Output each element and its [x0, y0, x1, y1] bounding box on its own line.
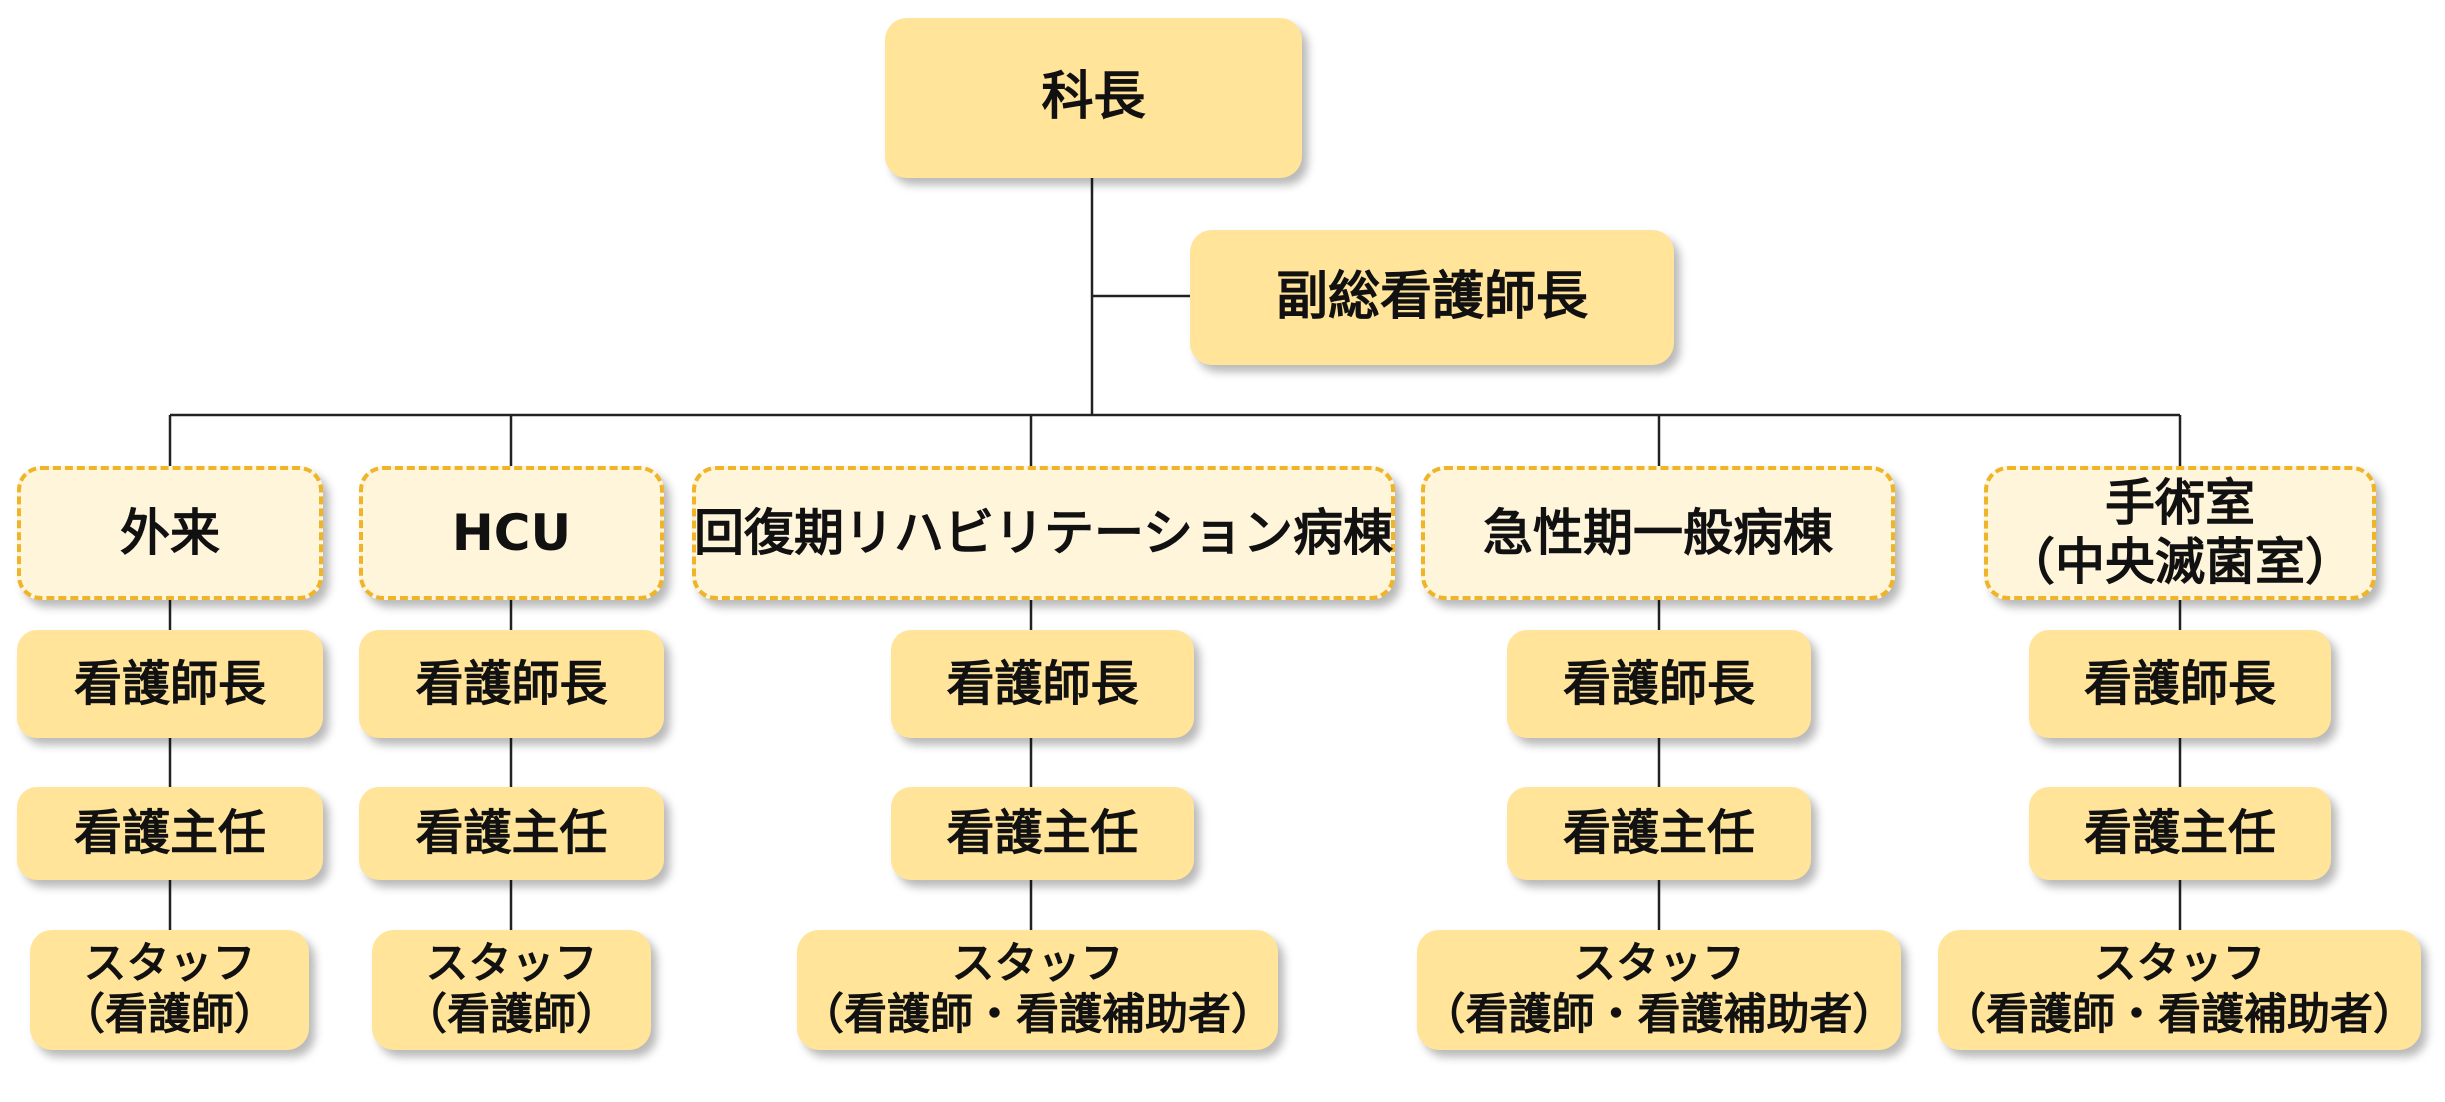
dept-name: 急性期一般病棟: [1483, 503, 1833, 562]
chief-box-outpatient: 看護師長: [17, 630, 323, 738]
staff-label: スタッフ: [83, 939, 256, 990]
staff-label: スタッフ: [951, 939, 1124, 990]
dept-name: HCU: [451, 503, 572, 562]
chief-box-rehab-ward: 看護師長: [891, 630, 1194, 738]
staff-box-rehab-ward: スタッフ （看護師・看護補助者）: [797, 930, 1278, 1050]
chief-label: 看護師長: [2083, 655, 2276, 712]
supervisor-label: 看護主任: [1562, 805, 1755, 862]
staff-sub-label: （看護師）: [62, 990, 277, 1040]
head-label: 科長: [1041, 67, 1146, 128]
dept-name: 手術室: [2105, 474, 2255, 532]
chief-label: 看護師長: [946, 655, 1139, 712]
chief-box-operating-room: 看護師長: [2029, 630, 2331, 738]
staff-box-operating-room: スタッフ （看護師・看護補助者）: [1938, 930, 2421, 1050]
chief-label: 看護師長: [1562, 655, 1755, 712]
staff-box-acute-ward: スタッフ （看護師・看護補助者）: [1417, 930, 1901, 1050]
staff-sub-label: （看護師）: [404, 990, 619, 1040]
supervisor-label: 看護主任: [415, 805, 608, 862]
supervisor-box-hcu: 看護主任: [359, 787, 664, 880]
deputy-box: 副総看護師長: [1190, 230, 1674, 365]
supervisor-label: 看護主任: [2083, 805, 2276, 862]
deputy-label: 副総看護師長: [1275, 266, 1588, 327]
staff-label: スタッフ: [425, 939, 598, 990]
dept-box-hcu: HCU: [359, 466, 664, 600]
supervisor-box-outpatient: 看護主任: [17, 787, 323, 880]
dept-box-acute-ward: 急性期一般病棟: [1421, 466, 1895, 600]
staff-label: スタッフ: [1573, 939, 1745, 990]
chief-box-hcu: 看護師長: [359, 630, 664, 738]
dept-name-sub: （中央滅菌室）: [2005, 533, 2355, 591]
chief-label: 看護師長: [73, 655, 266, 712]
head-box: 科長: [885, 18, 1302, 178]
supervisor-box-acute-ward: 看護主任: [1507, 787, 1811, 880]
supervisor-label: 看護主任: [73, 805, 266, 862]
supervisor-box-operating-room: 看護主任: [2029, 787, 2331, 880]
chief-label: 看護師長: [415, 655, 608, 712]
chief-box-acute-ward: 看護師長: [1507, 630, 1811, 738]
staff-sub-label: （看護師・看護補助者）: [1943, 990, 2416, 1040]
dept-box-rehab-ward: 回復期リハビリテーション病棟: [692, 466, 1395, 600]
staff-sub-label: （看護師・看護補助者）: [1422, 990, 1896, 1040]
dept-box-operating-room: 手術室 （中央滅菌室）: [1984, 466, 2376, 600]
staff-box-hcu: スタッフ （看護師）: [372, 930, 651, 1050]
dept-box-outpatient: 外来: [17, 466, 323, 600]
staff-sub-label: （看護師・看護補助者）: [801, 990, 1274, 1040]
staff-label: スタッフ: [2093, 939, 2266, 990]
supervisor-box-rehab-ward: 看護主任: [891, 787, 1194, 880]
dept-name: 外来: [120, 503, 220, 562]
staff-box-outpatient: スタッフ （看護師）: [30, 930, 309, 1050]
supervisor-label: 看護主任: [946, 805, 1139, 862]
dept-name: 回復期リハビリテーション病棟: [694, 503, 1393, 562]
